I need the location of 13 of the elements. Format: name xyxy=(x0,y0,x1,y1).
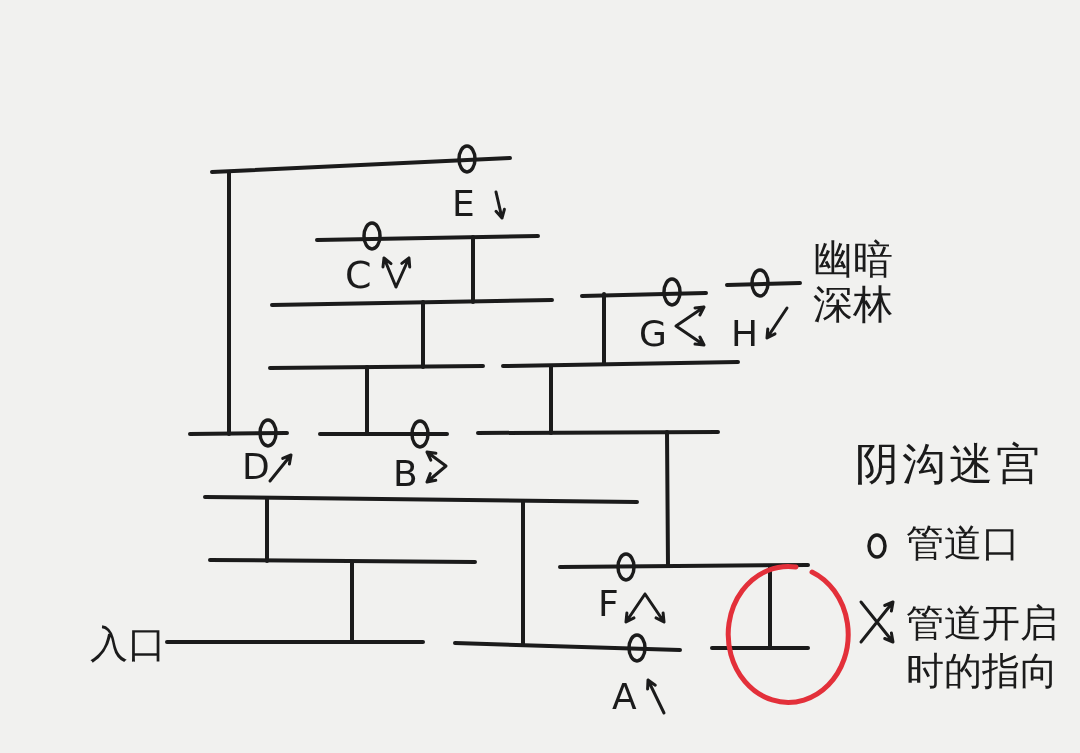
entrance-label: 入口 xyxy=(90,625,166,663)
pipe-letter: G xyxy=(639,316,667,352)
area-label: 幽暗深林 xyxy=(813,237,894,327)
map-title: 阴沟迷宫 xyxy=(855,442,1043,486)
pipe-letter: D xyxy=(242,449,270,485)
pipe-letter: F xyxy=(598,586,619,622)
legend-text: 管道开启时的指向 xyxy=(906,600,1059,695)
pipe-letter: B xyxy=(393,456,418,492)
pipe-letter: H xyxy=(731,316,759,352)
pipe-letter: E xyxy=(452,186,475,222)
pipe-letter: C xyxy=(345,256,372,294)
pipe-letter: A xyxy=(612,679,637,715)
legend-text: 管道口 xyxy=(906,524,1020,562)
